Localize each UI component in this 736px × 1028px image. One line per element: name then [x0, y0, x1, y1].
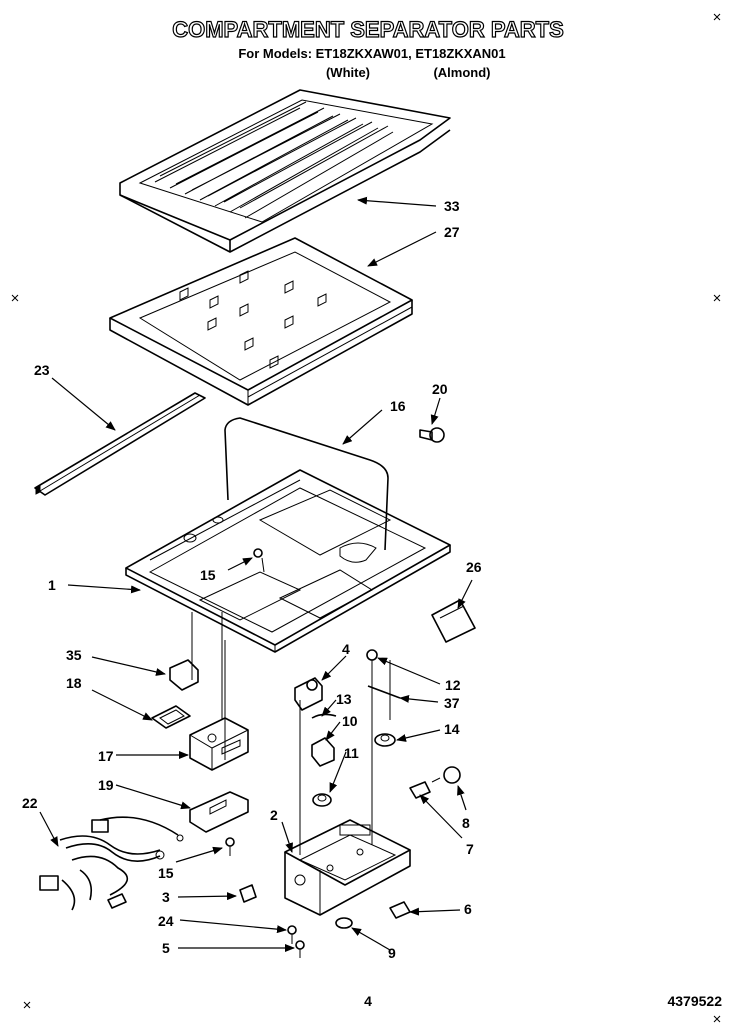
part-15-screw-lower: [225, 837, 235, 856]
part-13-tube: [311, 713, 337, 719]
callout-3: 3: [162, 889, 170, 905]
part-33-top-grille: [119, 89, 451, 253]
callout-15-lower: 15: [158, 865, 174, 881]
part-7-socket: [409, 781, 431, 799]
part-14-knob: [374, 733, 396, 747]
callout-20: 20: [432, 381, 448, 397]
part-26-bracket: [431, 599, 476, 643]
callout-9: 9: [388, 945, 396, 961]
callout-16: 16: [390, 398, 406, 414]
callout-22: 22: [22, 795, 38, 811]
page-number: 4: [364, 993, 372, 1009]
part-5-screw: [295, 940, 305, 958]
part-1-separator-panel: [125, 469, 451, 653]
part-9-spacer: [335, 917, 353, 929]
callout-15-upper: 15: [200, 567, 216, 583]
callout-17: 17: [98, 748, 114, 764]
guide-lines-left: [191, 612, 226, 760]
part-19-cover: [189, 791, 249, 833]
callout-14: 14: [444, 721, 460, 737]
part-8-lamp: [431, 766, 461, 784]
guide-lines-right: [299, 660, 391, 855]
part-27-frame: [109, 237, 413, 406]
callout-2: 2: [270, 807, 278, 823]
callout-19: 19: [98, 777, 114, 793]
callout-33: 33: [444, 198, 460, 214]
part-16-wire: [224, 417, 389, 551]
part-18-gasket: [151, 705, 191, 729]
part-37-spring: [367, 685, 401, 699]
callout-18: 18: [66, 675, 82, 691]
part-35-clip: [169, 659, 199, 691]
document-number: 4379522: [667, 993, 722, 1009]
callout-10: 10: [342, 713, 358, 729]
callout-37: 37: [444, 695, 460, 711]
callout-11: 11: [344, 745, 359, 761]
callout-7: 7: [466, 841, 474, 857]
callout-23: 23: [34, 362, 50, 378]
part-23-trim-strip: [34, 392, 206, 496]
callout-6: 6: [464, 901, 472, 917]
callout-27: 27: [444, 224, 460, 240]
part-12-screw: [366, 649, 378, 672]
callout-1: 1: [48, 577, 56, 593]
variant-white: (White): [326, 65, 370, 80]
callout-35: 35: [66, 647, 82, 663]
part-4-thermostat: [294, 677, 323, 711]
leader-lines: [39, 196, 473, 952]
callout-13: 13: [336, 691, 352, 707]
part-24-screw: [287, 925, 297, 944]
callout-24: 24: [158, 913, 174, 929]
page-title: COMPARTMENT SEPARATOR PARTS: [172, 17, 564, 42]
part-11-washer: [312, 793, 332, 807]
part-3-connector: [239, 884, 257, 903]
callout-12: 12: [445, 677, 461, 693]
part-2-control-box: [284, 819, 411, 916]
part-10-damper: [311, 737, 335, 767]
registration-marks: [11, 13, 721, 1023]
callout-numbers: 33 27 23 20 16 1 15 26 35 4 12 18 13 37 …: [22, 198, 482, 961]
callout-8: 8: [462, 815, 470, 831]
part-22-wire-harness: [39, 816, 184, 911]
part-20-knob: [419, 427, 445, 443]
callout-26: 26: [466, 559, 482, 575]
part-17-control-housing: [189, 717, 249, 771]
models-line: For Models: ET18ZKXAW01, ET18ZKXAN01: [238, 46, 505, 61]
callout-4: 4: [342, 641, 350, 657]
variant-almond: (Almond): [433, 65, 490, 80]
part-6-switch: [389, 901, 411, 919]
part-15-screw-upper: [253, 548, 265, 573]
callout-5: 5: [162, 940, 170, 956]
